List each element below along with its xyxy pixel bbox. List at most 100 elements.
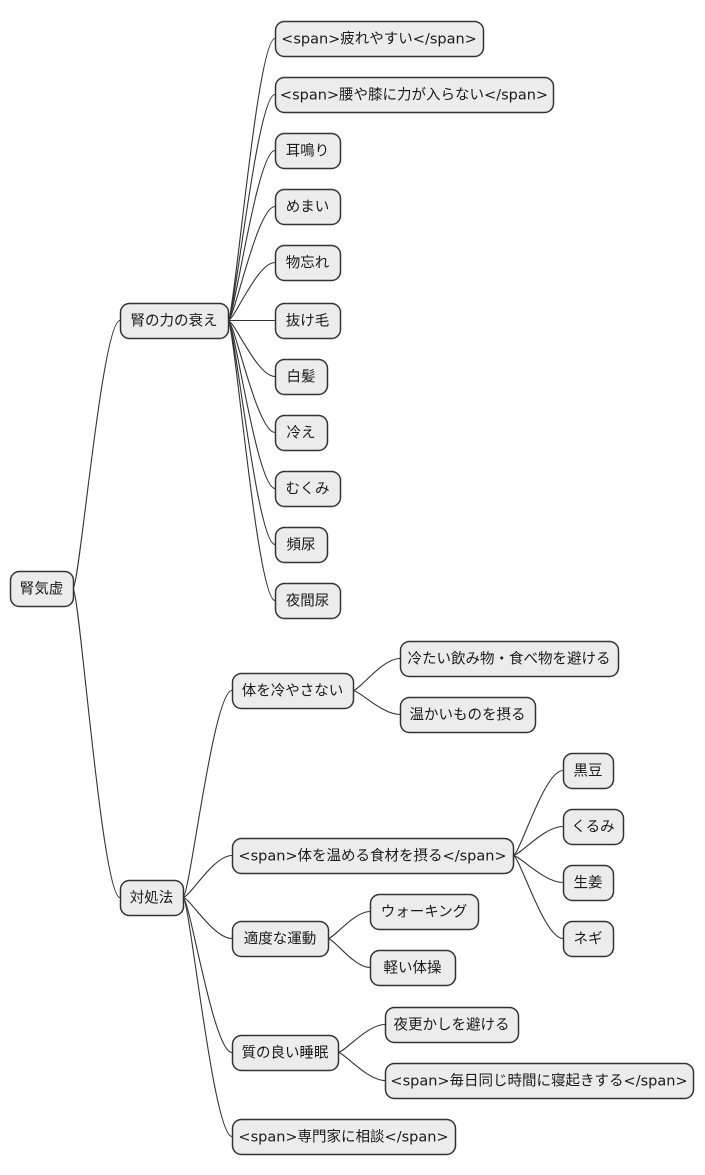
node-rem-2-b[interactable]: くるみ bbox=[562, 808, 625, 846]
node-label-root: 腎気虚 bbox=[20, 581, 64, 598]
node-root[interactable]: 腎気虚 bbox=[9, 570, 75, 608]
node-shape-sym-9 bbox=[274, 470, 342, 508]
node-sym-4[interactable]: めまい bbox=[274, 188, 342, 226]
node-label-sym-1: <span>疲れやすい</span> bbox=[281, 31, 477, 48]
node-shape-sym-10 bbox=[274, 526, 329, 564]
edge-rem-4-to-rem-4-a bbox=[337, 1023, 386, 1054]
edge-rem-2-to-rem-2-b bbox=[512, 825, 564, 857]
node-sym-7[interactable]: 白髪 bbox=[274, 358, 329, 396]
node-shape-rem-4-b bbox=[384, 1062, 695, 1100]
node-shape-rem-1 bbox=[231, 672, 355, 710]
node-label-rem-5: <span>専門家に相談</span> bbox=[238, 1129, 448, 1146]
edge-rem-1-to-rem-1-b bbox=[352, 689, 401, 716]
node-shape-rem-3 bbox=[231, 920, 330, 958]
node-label-sym-5: 物忘れ bbox=[286, 255, 330, 272]
edge-branch-symptoms-to-sym-4 bbox=[227, 205, 276, 322]
edge-branch-symptoms-to-sym-11 bbox=[227, 319, 276, 602]
node-label-sym-11: 夜間尿 bbox=[286, 593, 330, 610]
node-rem-1[interactable]: 体を冷やさない bbox=[231, 672, 355, 710]
node-branch-symptoms[interactable]: 腎の力の衰え bbox=[119, 302, 230, 340]
node-shape-rem-2-a bbox=[562, 752, 615, 790]
node-label-rem-2-a: 黒豆 bbox=[574, 764, 603, 780]
node-label-rem-4-a: 夜更かしを避ける bbox=[394, 1017, 510, 1034]
node-sym-9[interactable]: むくみ bbox=[274, 470, 342, 508]
node-sym-11[interactable]: 夜間尿 bbox=[274, 582, 342, 620]
node-sym-2[interactable]: <span>腰や膝に力が入らない</span> bbox=[274, 76, 555, 114]
node-shape-rem-2-c bbox=[562, 864, 615, 902]
node-sym-1[interactable]: <span>疲れやすい</span> bbox=[274, 20, 485, 58]
edge-rem-3-to-rem-3-b bbox=[327, 937, 371, 969]
node-rem-4[interactable]: 質の良い睡眠 bbox=[231, 1034, 340, 1072]
node-rem-1-b[interactable]: 温かいものを摂る bbox=[399, 696, 537, 734]
edge-rem-2-to-rem-2-d bbox=[512, 854, 564, 940]
node-label-sym-10: 頻尿 bbox=[287, 537, 316, 554]
edge-branch-remedies-to-rem-3 bbox=[182, 896, 233, 940]
edge-branch-symptoms-to-sym-3 bbox=[227, 149, 276, 322]
node-label-rem-2: <span>体を温める食材を摂る</span> bbox=[238, 848, 506, 865]
edge-rem-2-to-rem-2-a bbox=[512, 769, 564, 857]
node-sym-8[interactable]: 冷え bbox=[274, 414, 329, 452]
node-label-rem-3-a: ウォーキング bbox=[381, 904, 468, 921]
node-rem-2-d[interactable]: ネギ bbox=[562, 920, 615, 958]
node-shape-sym-3 bbox=[274, 132, 342, 170]
node-shape-sym-7 bbox=[274, 358, 329, 396]
node-label-rem-2-d: ネギ bbox=[574, 931, 603, 948]
node-rem-1-a[interactable]: 冷たい飲み物・食べ物を避ける bbox=[399, 640, 620, 678]
node-shape-sym-4 bbox=[274, 188, 342, 226]
edge-rem-2-to-rem-2-c bbox=[512, 854, 564, 884]
node-shape-sym-5 bbox=[274, 244, 342, 282]
edge-branch-symptoms-to-sym-5 bbox=[227, 261, 276, 322]
edge-branch-symptoms-to-sym-10 bbox=[227, 319, 276, 546]
node-shape-rem-3-b bbox=[369, 949, 457, 987]
node-rem-3-a[interactable]: ウォーキング bbox=[369, 893, 480, 931]
node-sym-3[interactable]: 耳鳴り bbox=[274, 132, 342, 170]
node-shape-sym-8 bbox=[274, 414, 329, 452]
node-label-rem-1: 体を冷やさない bbox=[242, 683, 344, 700]
node-rem-4-b[interactable]: <span>毎日同じ時間に寝起きする</span> bbox=[384, 1062, 695, 1100]
node-label-branch-remedies: 対処法 bbox=[130, 890, 174, 907]
node-label-rem-3-b: 軽い体操 bbox=[384, 960, 442, 977]
node-label-rem-4: 質の良い睡眠 bbox=[242, 1044, 329, 1062]
node-shape-rem-1-a bbox=[399, 640, 620, 678]
edge-rem-3-to-rem-3-a bbox=[327, 910, 371, 940]
node-rem-2-c[interactable]: 生姜 bbox=[562, 864, 615, 902]
node-label-sym-6: 抜け毛 bbox=[286, 313, 330, 330]
node-rem-5[interactable]: <span>専門家に相談</span> bbox=[231, 1118, 457, 1156]
node-label-rem-2-c: 生姜 bbox=[574, 875, 603, 892]
node-shape-rem-5 bbox=[231, 1118, 457, 1156]
node-rem-2[interactable]: <span>体を温める食材を摂る</span> bbox=[231, 837, 515, 875]
node-rem-2-a[interactable]: 黒豆 bbox=[562, 752, 615, 790]
node-shape-sym-11 bbox=[274, 582, 342, 620]
node-shape-rem-2-b bbox=[562, 808, 625, 846]
node-label-sym-2: <span>腰や膝に力が入らない</span> bbox=[280, 87, 548, 104]
node-shape-rem-4 bbox=[231, 1034, 340, 1072]
node-shape-rem-3-a bbox=[369, 893, 480, 931]
node-sym-5[interactable]: 物忘れ bbox=[274, 244, 342, 282]
edge-branch-remedies-to-rem-5 bbox=[182, 896, 233, 1138]
node-shape-rem-4-a bbox=[384, 1006, 520, 1044]
node-label-sym-4: めまい bbox=[286, 199, 330, 216]
edge-root-to-branch-symptoms bbox=[72, 319, 121, 590]
node-sym-6[interactable]: 抜け毛 bbox=[274, 302, 342, 340]
edge-layer bbox=[72, 37, 564, 1138]
node-rem-3-b[interactable]: 軽い体操 bbox=[369, 949, 457, 987]
node-branch-remedies[interactable]: 対処法 bbox=[119, 879, 185, 917]
edge-branch-symptoms-to-sym-8 bbox=[227, 319, 276, 434]
node-rem-3[interactable]: 適度な運動 bbox=[231, 920, 330, 958]
node-label-sym-9: むくみ bbox=[285, 481, 329, 498]
node-label-sym-7: 白髪 bbox=[287, 369, 316, 386]
edge-branch-symptoms-to-sym-9 bbox=[227, 319, 276, 490]
edge-branch-remedies-to-rem-2 bbox=[182, 854, 233, 899]
node-label-rem-4-b: <span>毎日同じ時間に寝起きする</span> bbox=[390, 1072, 687, 1090]
node-rem-4-a[interactable]: 夜更かしを避ける bbox=[384, 1006, 520, 1044]
node-shape-branch-remedies bbox=[119, 879, 185, 917]
node-shape-rem-1-b bbox=[399, 696, 537, 734]
edge-branch-symptoms-to-sym-7 bbox=[227, 319, 276, 378]
edge-rem-4-to-rem-4-b bbox=[337, 1051, 386, 1082]
edge-rem-1-to-rem-1-a bbox=[352, 657, 401, 692]
node-sym-10[interactable]: 頻尿 bbox=[274, 526, 329, 564]
node-label-rem-2-b: くるみ bbox=[571, 820, 614, 836]
node-shape-rem-2-d bbox=[562, 920, 615, 958]
